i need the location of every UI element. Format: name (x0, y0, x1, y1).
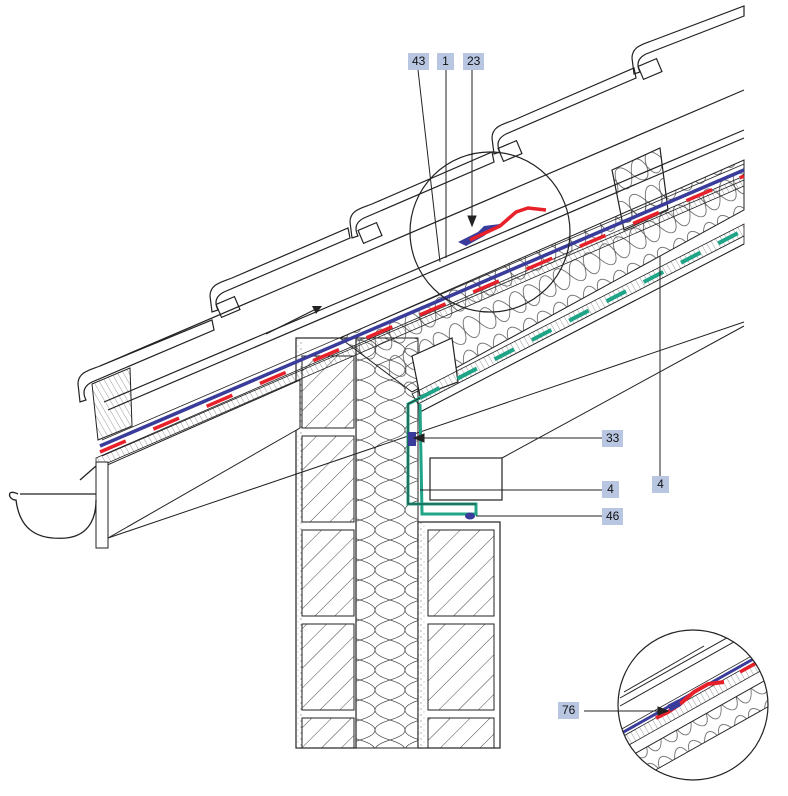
gutter (8, 465, 97, 539)
sealing-tape-46 (465, 512, 475, 520)
callout-4-roof: 4 (652, 476, 669, 493)
masonry-wall (295, 337, 501, 749)
roof-tiles (77, 5, 745, 411)
callout-76: 76 (558, 702, 580, 719)
wall-plate (429, 457, 503, 501)
callout-33: 33 (602, 430, 624, 447)
detail-inset-frame (617, 629, 769, 781)
callout-43: 43 (408, 53, 430, 70)
magnifier-circle-icon (409, 151, 571, 313)
vapour-control-layer (406, 228, 745, 516)
callout-23: 23 (463, 53, 485, 70)
callout-1: 1 (437, 53, 454, 70)
underlay-membranes (99, 163, 745, 457)
callout-46: 46 (602, 508, 624, 525)
detail-inset (618, 630, 768, 780)
callout-4-wall: 4 (602, 481, 619, 498)
leader-lines (412, 69, 670, 716)
sealing-tape-33 (408, 432, 416, 446)
membrane-overlap-23 (458, 206, 547, 246)
arrow-up-right-icon (265, 306, 322, 335)
